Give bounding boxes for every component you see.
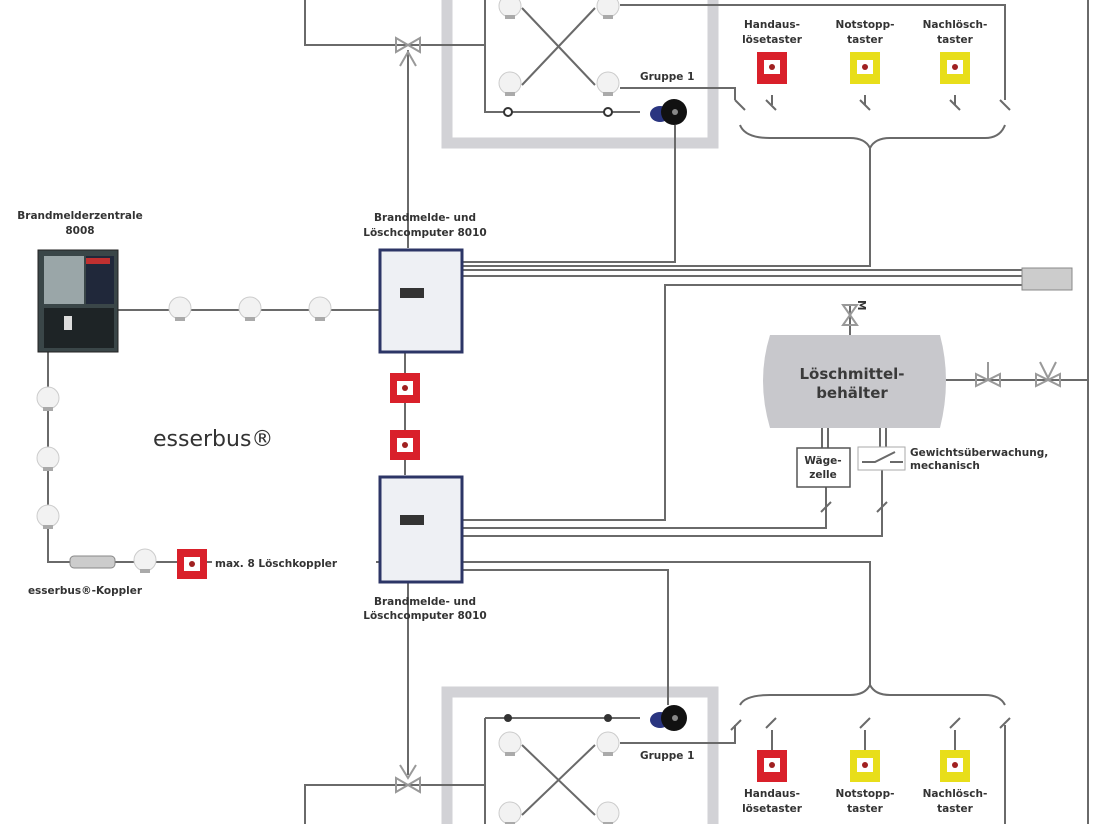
smoke-detector-icon[interactable]	[498, 801, 522, 824]
bus-name: esserbus®	[153, 427, 273, 452]
smoke-detector-icon[interactable]	[498, 731, 522, 756]
smoke-detector-icon[interactable]	[238, 296, 262, 321]
emergency-stop-button[interactable]	[850, 52, 880, 84]
weight-monitor-label-2: mechanisch	[910, 460, 980, 472]
computer-top-label: Brandmelde- und	[374, 212, 476, 224]
tank-label-2: behälter	[816, 384, 888, 402]
max-couplers-label-background	[212, 555, 376, 570]
load-cell-box	[796, 447, 851, 488]
button-label: Nachlösch-	[923, 788, 988, 800]
manual-call-point-icon[interactable]	[390, 373, 420, 403]
button-label: Nachlösch-	[923, 19, 988, 31]
post-extinguish-button[interactable]	[940, 52, 970, 84]
computer-bottom-label: Brandmelde- und	[374, 596, 476, 608]
manual-call-point-icon[interactable]	[390, 430, 420, 460]
alarm-horn-icon	[650, 705, 687, 731]
extinguishing-agent-tank	[763, 335, 946, 428]
button-label: taster	[847, 34, 883, 46]
button-label: Notstopp-	[836, 19, 895, 31]
devices	[36, 0, 687, 824]
tank-label: Löschmittel-	[799, 365, 904, 383]
button-label: Handaus-	[744, 788, 800, 800]
panel-label-model: 8008	[65, 225, 94, 237]
button-label: taster	[847, 803, 883, 815]
extinguishing-computer-top[interactable]	[378, 248, 464, 354]
panel-label: Brandmelderzentrale	[17, 210, 142, 222]
extinguishing-computer-bottom[interactable]	[378, 475, 464, 584]
smoke-detector-icon[interactable]	[36, 446, 60, 471]
emergency-stop-button[interactable]	[850, 750, 880, 782]
smoke-detector-icon[interactable]	[596, 71, 620, 96]
valve-icon[interactable]	[1035, 361, 1061, 388]
smoke-detector-icon[interactable]	[498, 0, 522, 19]
post-extinguish-button[interactable]	[940, 750, 970, 782]
smoke-detector-icon[interactable]	[596, 801, 620, 824]
smoke-detector-icon[interactable]	[36, 386, 60, 411]
manual-release-button[interactable]	[757, 750, 787, 782]
button-label: lösetaster	[742, 34, 803, 46]
manual-release-button[interactable]	[757, 52, 787, 84]
group1-bottom-label: Gruppe 1	[640, 750, 694, 762]
computer-top-label-model: Löschcomputer 8010	[363, 227, 486, 239]
button-label: taster	[937, 34, 973, 46]
buttons: Handaus-lösetasterNotstopp-tasterNachlös…	[742, 19, 987, 815]
junction-nodes	[503, 107, 613, 722]
button-label: Handaus-	[744, 19, 800, 31]
valve-icon[interactable]	[395, 36, 421, 67]
button-label: taster	[937, 803, 973, 815]
esserbus-coupler	[69, 555, 116, 569]
room-frame-top	[441, 0, 719, 149]
smoke-detector-icon[interactable]	[596, 731, 620, 756]
switch-icon	[862, 451, 903, 463]
computer-bottom-label-model: Löschcomputer 8010	[363, 610, 486, 622]
coupler-label: esserbus®-Koppler	[28, 585, 143, 597]
button-label: Notstopp-	[836, 788, 895, 800]
smoke-detector-icon[interactable]	[133, 548, 157, 573]
wiring	[47, 0, 1089, 824]
smoke-detector-icon[interactable]	[498, 71, 522, 96]
motor-valve-icon[interactable]	[841, 304, 859, 326]
smoke-detector-icon[interactable]	[308, 296, 332, 321]
load-cell-label-2: zelle	[809, 469, 837, 481]
room-frame-bottom	[441, 686, 719, 824]
smoke-detector-icon[interactable]	[36, 504, 60, 529]
valve-icon[interactable]	[395, 764, 421, 794]
alarm-horn-icon	[650, 99, 687, 125]
load-cell-label: Wäge-	[804, 455, 841, 467]
motor-label: M	[855, 300, 867, 310]
button-label: lösetaster	[742, 803, 803, 815]
group1-top-label: Gruppe 1	[640, 71, 694, 83]
max-couplers-label: max. 8 Löschkoppler	[215, 558, 338, 570]
output-device-box	[1021, 267, 1073, 291]
fire-alarm-panel-8008[interactable]	[37, 249, 119, 353]
manual-call-point-icon[interactable]	[177, 549, 207, 579]
valve-icon[interactable]	[975, 362, 1001, 388]
smoke-detector-icon[interactable]	[596, 0, 620, 19]
smoke-detector-icon[interactable]	[168, 296, 192, 321]
weight-monitor-label: Gewichtsüberwachung,	[910, 447, 1048, 459]
